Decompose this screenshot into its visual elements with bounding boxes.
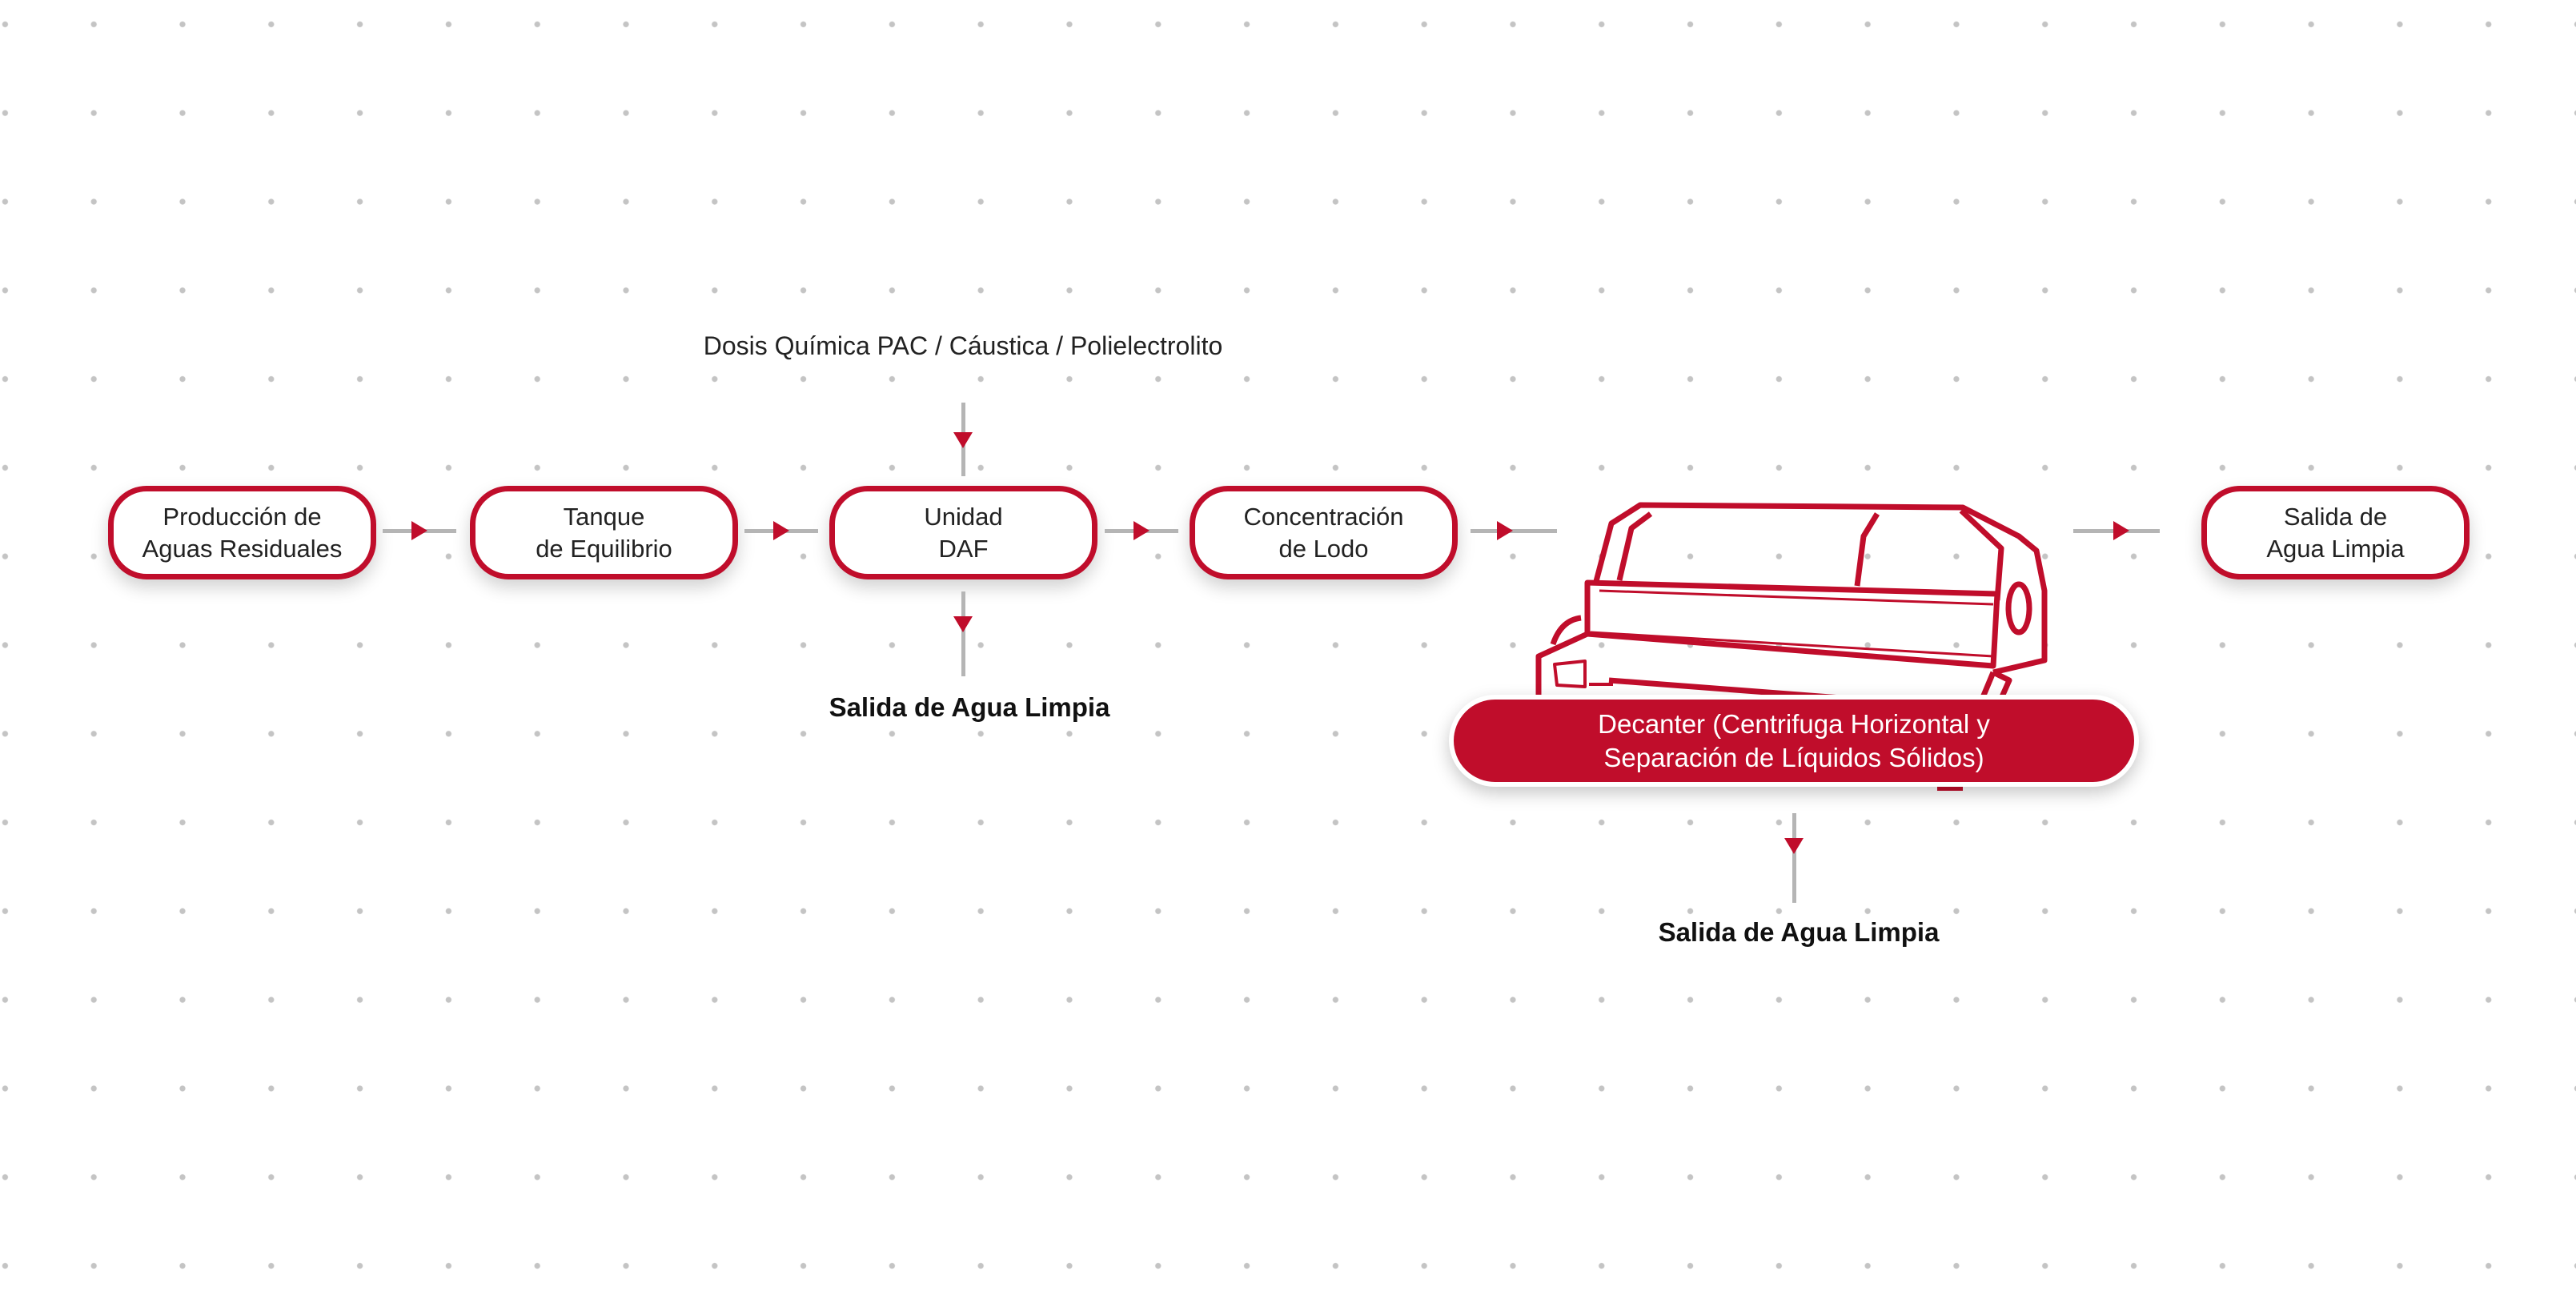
arrow-right-icon xyxy=(773,521,789,540)
arrow-down-icon xyxy=(1784,838,1804,854)
decanter-clean-water-output-label: Salida de Agua Limpia xyxy=(1658,917,1940,947)
arrow-down-icon xyxy=(953,616,973,632)
step-sludge-concentration: Concentración de Lodo xyxy=(1190,486,1458,579)
step-daf-unit: Unidad DAF xyxy=(829,486,1097,579)
connector-line xyxy=(1471,529,1557,533)
daf-clean-water-output-label: Salida de Agua Limpia xyxy=(829,692,1110,722)
connector-line xyxy=(961,591,965,676)
arrow-right-icon xyxy=(1497,521,1513,540)
arrow-down-icon xyxy=(953,432,973,448)
arrow-right-icon xyxy=(1134,521,1150,540)
connector-line xyxy=(1792,813,1796,903)
step-equalization-tank: Tanque de Equilibrio xyxy=(470,486,738,579)
step-wastewater-production: Producción de Aguas Residuales xyxy=(108,486,376,579)
chemical-dose-label: Dosis Química PAC / Cáustica / Polielect… xyxy=(703,331,1223,360)
decanter-label: Decanter (Centrifuga Horizontal y Separa… xyxy=(1449,695,2139,787)
step-clean-water-output: Salida de Agua Limpia xyxy=(2201,486,2470,579)
arrow-right-icon xyxy=(2113,521,2129,540)
arrow-right-icon xyxy=(411,521,427,540)
